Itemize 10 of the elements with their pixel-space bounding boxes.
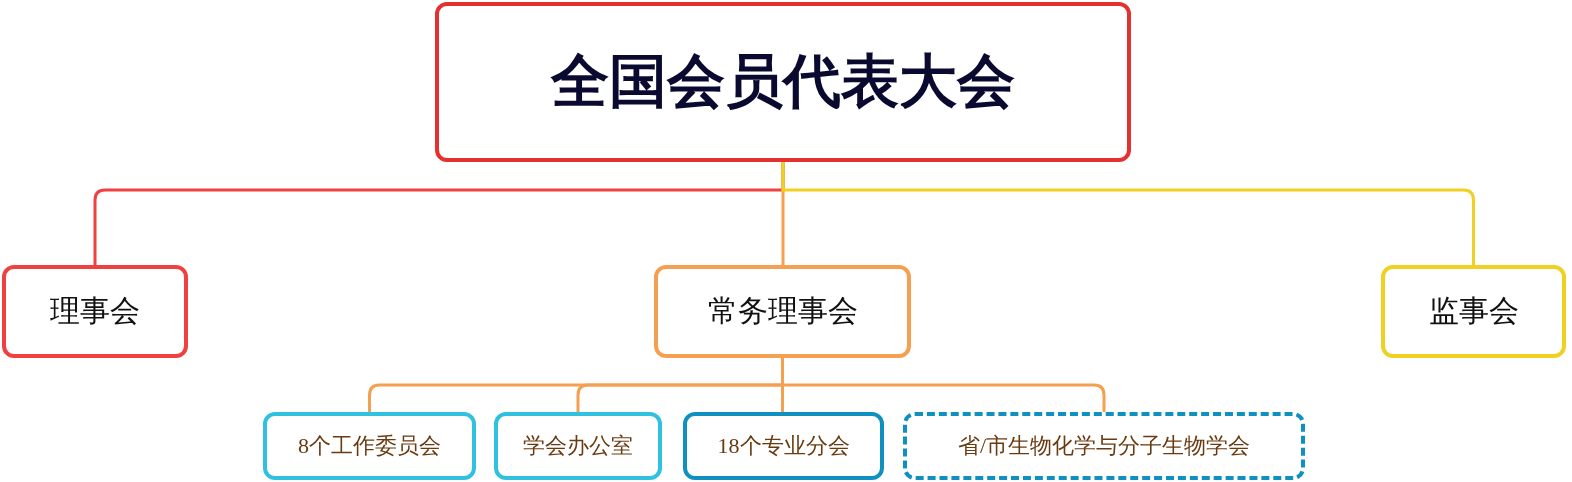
council-box: 理事会 <box>2 265 188 358</box>
unit-box: 省/市生物化学与分子生物学会 <box>903 412 1305 480</box>
title-box: 全国会员代表大会 <box>435 2 1131 162</box>
council-box: 监事会 <box>1381 265 1566 358</box>
council-box: 常务理事会 <box>654 265 911 358</box>
unit-box: 18个专业分会 <box>683 412 884 480</box>
unit-box: 学会办公室 <box>494 412 662 480</box>
connector-line <box>781 358 1106 412</box>
unit-box: 8个工作委员会 <box>263 412 476 480</box>
connector-line <box>781 162 1475 265</box>
